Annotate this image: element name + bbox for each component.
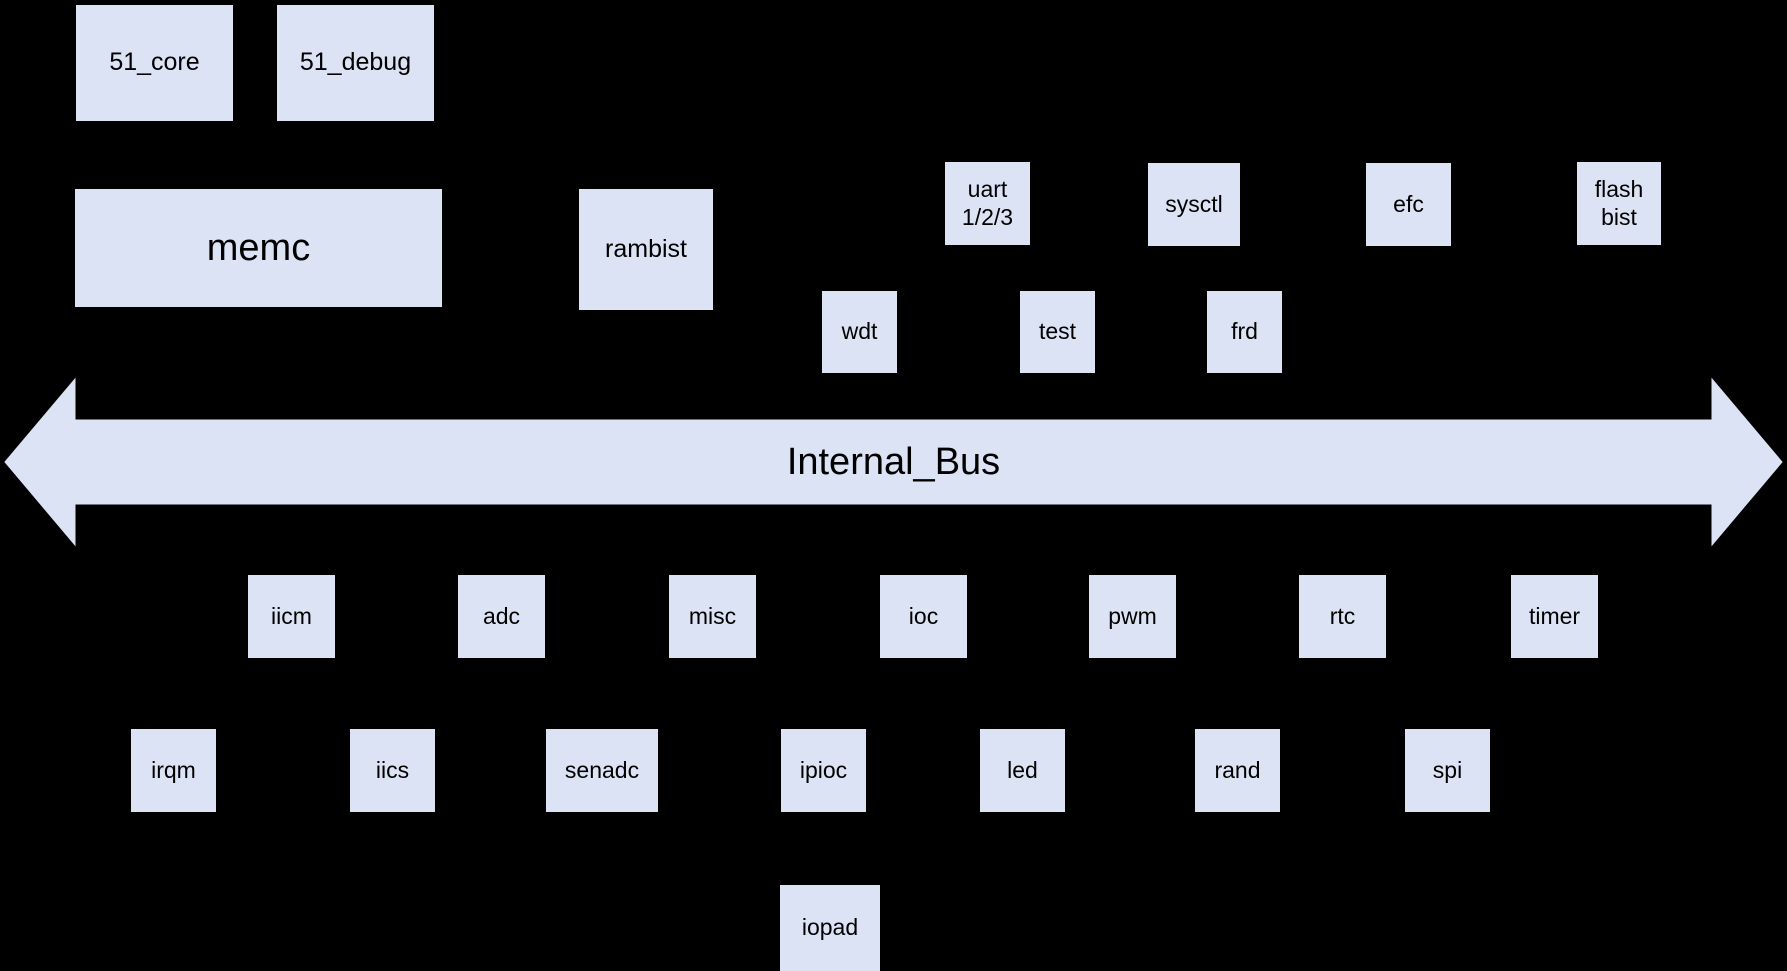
block-ioc[interactable]: ioc: [880, 575, 967, 658]
block-51-core[interactable]: 51_core: [76, 5, 233, 121]
block-led[interactable]: led: [980, 729, 1065, 812]
block-test[interactable]: test: [1020, 291, 1095, 373]
block-iics[interactable]: iics: [350, 729, 435, 812]
block-iicm[interactable]: iicm: [248, 575, 335, 658]
block-wdt[interactable]: wdt: [822, 291, 897, 373]
block-spi[interactable]: spi: [1405, 729, 1490, 812]
block-rtc[interactable]: rtc: [1299, 575, 1386, 658]
block-adc[interactable]: adc: [458, 575, 545, 658]
internal-bus-arrow: [0, 377, 1787, 547]
block-misc[interactable]: misc: [669, 575, 756, 658]
block-senadc[interactable]: senadc: [546, 729, 658, 812]
block-sysctl[interactable]: sysctl: [1148, 163, 1240, 246]
block-uart[interactable]: uart 1/2/3: [945, 162, 1030, 245]
block-51-debug[interactable]: 51_debug: [277, 5, 434, 121]
bus-arrow-shape: [4, 377, 1783, 547]
block-irqm[interactable]: irqm: [131, 729, 216, 812]
block-ipioc[interactable]: ipioc: [781, 729, 866, 812]
block-flash-bist[interactable]: flash bist: [1577, 162, 1661, 245]
block-rambist[interactable]: rambist: [579, 189, 713, 310]
block-efc[interactable]: efc: [1366, 163, 1451, 246]
block-iopad[interactable]: iopad: [780, 885, 880, 971]
block-rand[interactable]: rand: [1195, 729, 1280, 812]
block-pwm[interactable]: pwm: [1089, 575, 1176, 658]
block-memc[interactable]: memc: [75, 189, 442, 307]
block-timer[interactable]: timer: [1511, 575, 1598, 658]
block-frd[interactable]: frd: [1207, 291, 1282, 373]
